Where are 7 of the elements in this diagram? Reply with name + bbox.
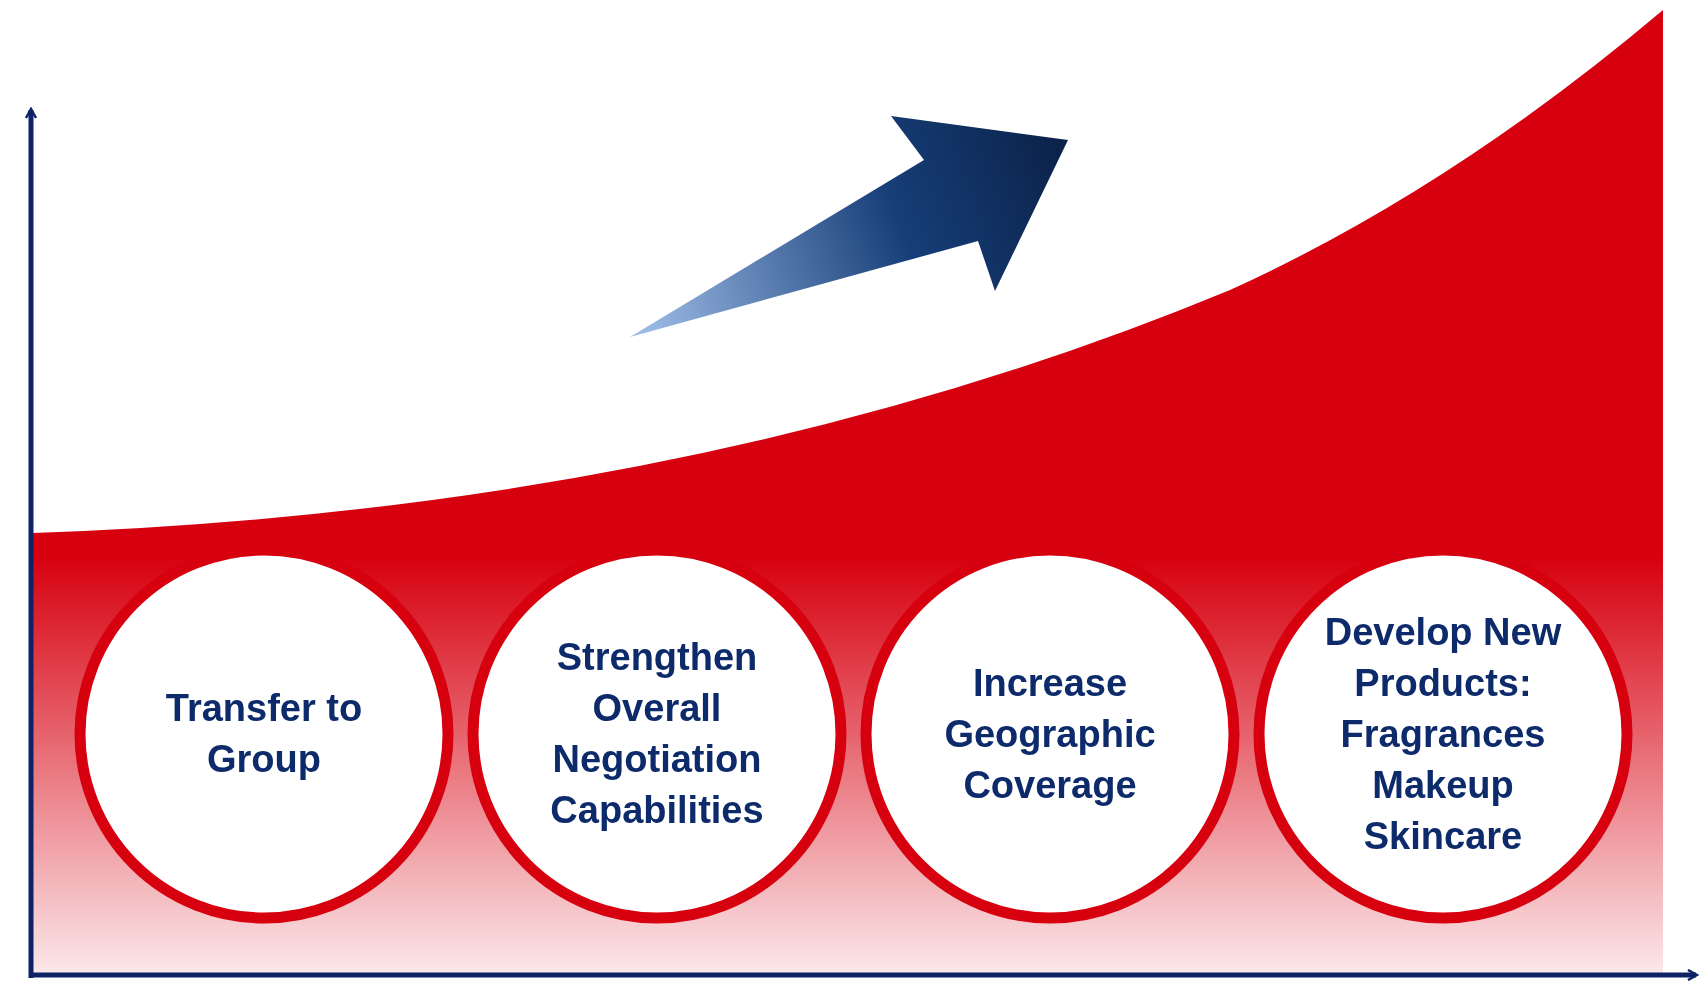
- circle-label: Strengthen Overall Negotiation Capabilities: [549, 635, 765, 833]
- circle-label: Develop New Products:: [1323, 609, 1563, 706]
- circle-label: Makeup: [1372, 762, 1514, 808]
- circle-label: Increase Geographic Coverage: [943, 660, 1157, 808]
- circle-label: Transfer to Group: [164, 686, 364, 782]
- circle-label: Skincare: [1363, 813, 1523, 859]
- circle-label: Fragrances: [1340, 711, 1546, 757]
